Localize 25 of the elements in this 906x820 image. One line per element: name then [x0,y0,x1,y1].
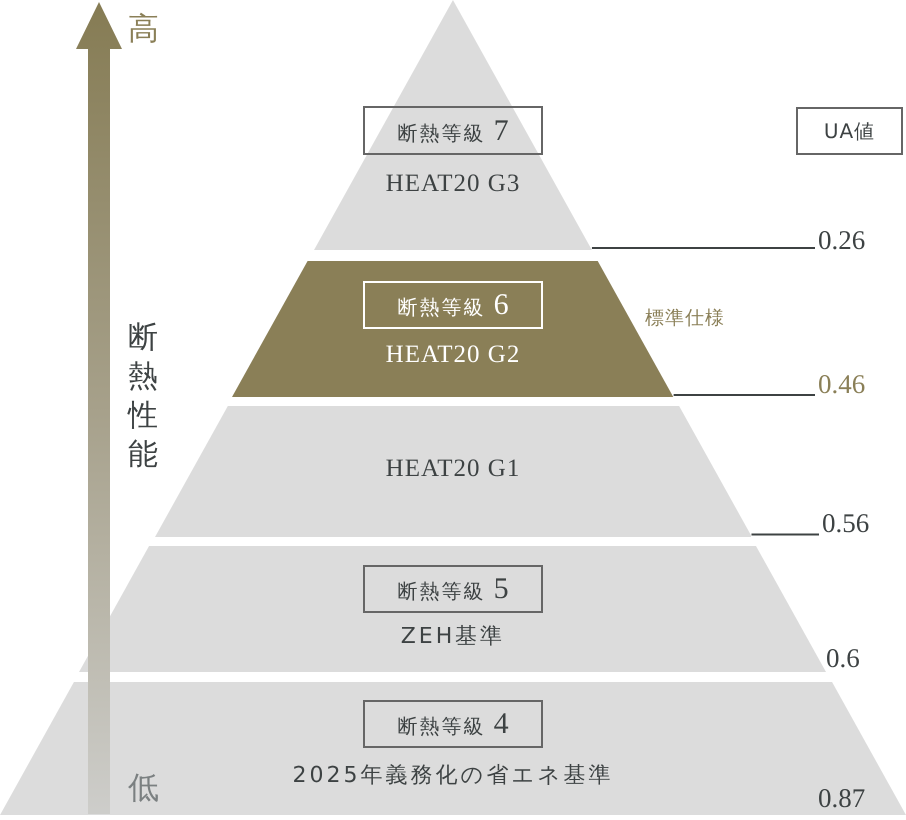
value-label: 0.26 [818,226,866,254]
leader-line [674,394,815,396]
tier-label: HEAT20 G1 [386,456,520,480]
value-label: 0.87 [818,785,866,812]
grade-box: 断熱等級 7 [362,106,543,155]
pyramid-tier [79,546,826,672]
value-label: 0.56 [822,510,870,536]
scale-end-label: 低 [128,773,159,804]
value-label: 0.6 [826,645,860,672]
leader-line [751,534,819,536]
grade-box: 断熱等級 4 [363,700,543,748]
grade-box: 断熱等級 6 [362,281,543,329]
leader-line [592,247,815,249]
axis-label: 断熱性能 [128,319,158,474]
value-label: 0.46 [818,370,866,398]
tier-label: ZEH基準 [400,626,506,648]
pyramid-tier [0,682,906,815]
tier-label: HEAT20 G3 [386,170,520,196]
header-box: UA値 [796,107,903,155]
pyramid-tier [314,0,592,250]
tier-label: 2025年義務化の省エネ基準 [292,765,614,787]
grade-box: 断熱等級 5 [362,565,543,613]
tier-label: HEAT20 G2 [386,342,520,366]
scale-end-label: 高 [128,14,159,45]
note-label: 標準仕様 [645,308,725,328]
